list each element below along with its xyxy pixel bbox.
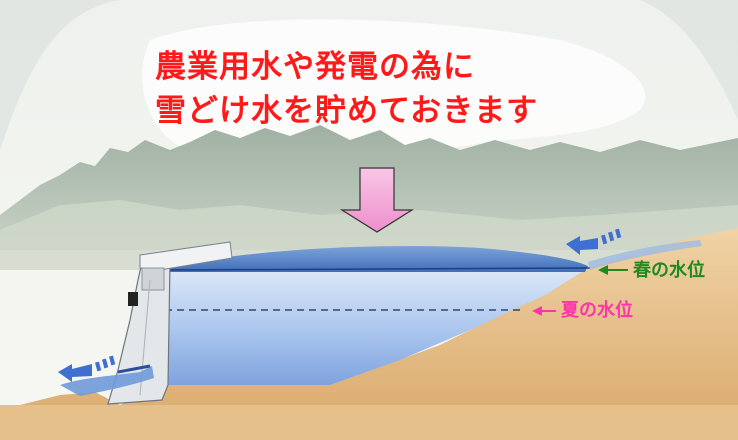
spring-level-line xyxy=(159,267,591,271)
ground-soil xyxy=(0,228,738,440)
caption-line-2: 雪どけ水を貯めておきます xyxy=(155,93,539,129)
inflow-arrow xyxy=(566,228,622,255)
dam-intake xyxy=(128,292,138,306)
cloud-band xyxy=(142,19,646,154)
spring-pointer-arrow xyxy=(598,265,628,275)
water-surface xyxy=(160,246,588,272)
spring-level-label: 春の水位 xyxy=(633,260,705,281)
dam-crest xyxy=(139,241,233,271)
dam-gate xyxy=(141,267,165,291)
upper-haze xyxy=(0,0,738,150)
outflow-pipe xyxy=(117,364,151,374)
summer-level-label: 夏の水位 xyxy=(561,300,633,321)
reservoir-water xyxy=(160,270,585,385)
down-arrow xyxy=(339,167,415,233)
inflow-stream xyxy=(588,240,702,270)
outflow-arrow xyxy=(58,355,116,382)
summer-pointer-arrow xyxy=(532,306,556,316)
ground-bottom xyxy=(0,405,738,440)
caption-line-1: 農業用水や発電の為に xyxy=(155,49,475,85)
outflow-stream xyxy=(60,366,154,396)
